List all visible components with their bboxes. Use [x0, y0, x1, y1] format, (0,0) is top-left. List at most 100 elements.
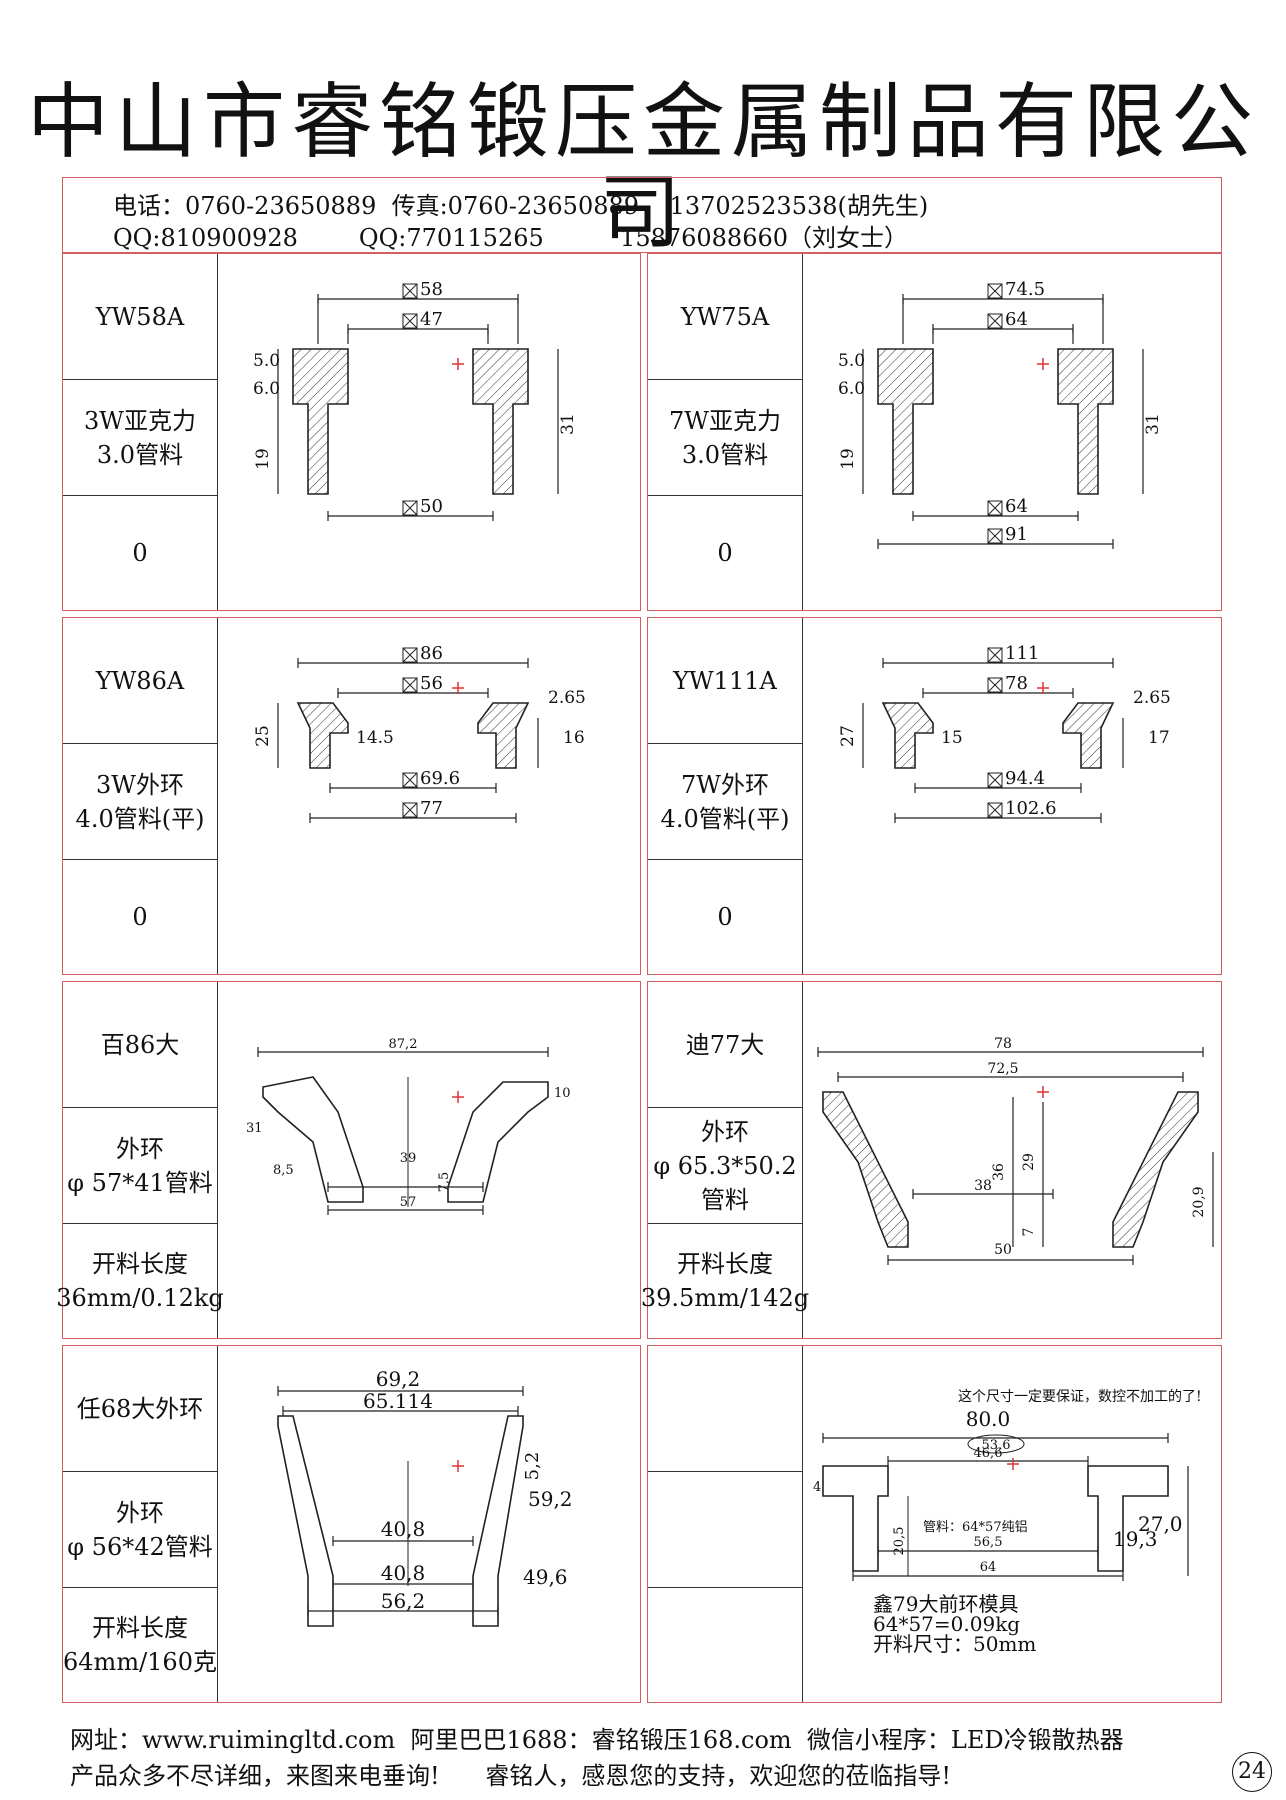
material-cell: 7W外环 4.0管料(平)	[648, 744, 802, 860]
dimension-label: 80.0	[966, 1407, 1011, 1431]
dimension-label: 15	[941, 728, 963, 748]
dimension-label: 49,6	[523, 1565, 568, 1589]
right-profile	[1062, 702, 1115, 769]
dimension-label: 69.6	[420, 768, 460, 789]
dimension-label: 46,6	[974, 1446, 1003, 1461]
dimension-label: 7,5	[437, 1172, 452, 1193]
material-cell: 外环 φ 56*42管料	[63, 1472, 217, 1588]
center-mark	[1037, 682, 1049, 694]
dimension-label: 17	[1148, 728, 1170, 748]
left-profile	[262, 1076, 364, 1203]
dimension-label: 19,3	[1113, 1527, 1158, 1551]
technical-drawing: 这个尺寸一定要保证，数控不加工的了!80.053,646,64管料：64*57纯…	[813, 1388, 1202, 1656]
dimension-label: 2.65	[1133, 688, 1171, 708]
dimension-label: 77	[420, 798, 443, 819]
highlight-ellipse	[967, 1434, 1025, 1454]
dimension-label: 5.0	[253, 351, 280, 371]
contact-phone-line: 电话：0760-23650889 传真:0760-23650889 137025…	[113, 192, 929, 220]
diameter-symbol	[402, 313, 418, 329]
right-profile	[1087, 1465, 1169, 1572]
mold-note: 64*57=0.09kg	[873, 1612, 1020, 1636]
spec-column	[648, 1346, 803, 1702]
diameter-symbol	[402, 647, 418, 663]
cut-length-cell: 开料长度 64mm/160克	[63, 1614, 217, 1676]
diameter-symbol	[402, 500, 418, 516]
dimension-label: 56	[420, 673, 443, 694]
left-profile	[822, 1465, 889, 1572]
dimension-label: 56,5	[974, 1535, 1003, 1550]
dimension-label: 19	[253, 448, 273, 470]
material-cell: 3W外环 4.0管料(平)	[63, 744, 217, 860]
dimension-label: 91	[1005, 524, 1028, 545]
diameter-symbol	[402, 677, 418, 693]
dimension-label: 20,9	[1191, 1186, 1207, 1217]
dimension-label: 20,5	[892, 1527, 907, 1556]
material-cell: 外环 φ 57*41管料	[63, 1108, 217, 1224]
left-profile	[292, 348, 349, 495]
dimension-label: 25	[253, 725, 273, 747]
footer-slogan-line: 产品众多不尽详细，来图来电垂询! 睿铭人，感恩您的支持，欢迎您的莅临指导!	[70, 1762, 952, 1790]
dimension-label: 74.5	[1005, 279, 1045, 300]
dimension-label: 40,8	[381, 1517, 426, 1541]
dimension-label: 管料：64*57纯铝	[923, 1520, 1028, 1535]
cut-length-cell: 0	[717, 903, 733, 931]
diameter-symbol	[987, 283, 1003, 299]
spec-column: 迪77大外环 φ 65.3*50.2管料开料长度 39.5mm/142g	[640, 982, 810, 1338]
spec-column: 百86大外环 φ 57*41管料开料长度 36mm/0.12kg	[56, 982, 224, 1338]
dimension-label: 102.6	[1005, 798, 1057, 819]
material-cell: 3W亚克力 3.0管料	[63, 380, 217, 496]
dimension-label: 29	[1021, 1153, 1037, 1171]
center-mark	[452, 358, 464, 370]
model-cell: YW75A	[648, 254, 802, 380]
dimension-label: 14.5	[356, 728, 394, 748]
dimension-label: 65.114	[363, 1389, 433, 1413]
cut-length-cell: 0	[717, 539, 733, 567]
dimension-label: 19	[838, 448, 858, 470]
company-title: 中山市睿铭锻压金属制品有限公司	[26, 75, 1259, 260]
material-cell	[648, 1472, 802, 1588]
footer-website-line: 网址：www.ruimingltd.com 阿里巴巴1688：睿铭锻压168.c…	[70, 1726, 1124, 1754]
left-profile	[881, 702, 934, 769]
dimension-label: 5,2	[522, 1452, 543, 1481]
dimension-label: 78	[994, 1036, 1012, 1052]
dimension-label: 5.0	[838, 351, 865, 371]
left-profile	[877, 348, 934, 495]
cut-length-cell: 开料长度 39.5mm/142g	[640, 1250, 810, 1312]
dimension-label: 64	[1005, 496, 1028, 517]
dimension-label: 47	[420, 309, 443, 330]
left-profile	[296, 702, 349, 769]
mold-note: 开料尺寸：50mm	[873, 1632, 1036, 1656]
dimension-label: 38	[974, 1178, 992, 1194]
dimension-label: 50	[420, 496, 443, 517]
dimension-label: 64	[980, 1560, 997, 1575]
diameter-symbol	[987, 647, 1003, 663]
dimension-label: 31	[1143, 413, 1163, 435]
model-cell: 任68大外环	[63, 1346, 217, 1472]
left-profile	[822, 1091, 909, 1248]
cut-length-cell	[648, 1588, 802, 1702]
dimension-label: 59,2	[528, 1487, 573, 1511]
dimension-label: 53,6	[982, 1438, 1011, 1453]
model-cell: YW58A	[63, 254, 217, 380]
model-cell: 迪77大	[648, 982, 802, 1108]
left-profile	[277, 1415, 334, 1627]
model-cell: YW86A	[63, 618, 217, 744]
